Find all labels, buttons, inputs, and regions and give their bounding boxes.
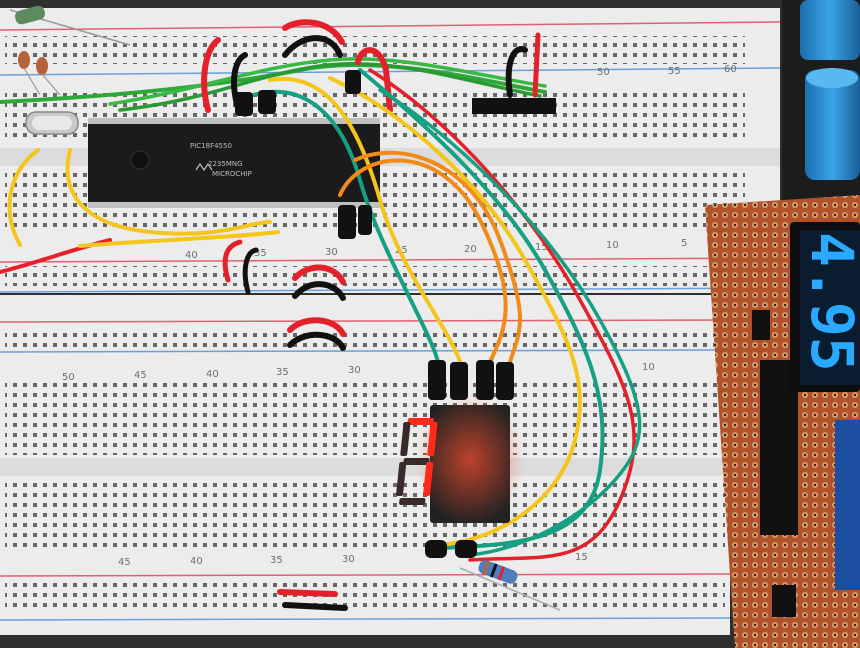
col-number: 40: [190, 556, 203, 567]
col-number: 15: [575, 552, 588, 563]
col-number: 30: [325, 247, 338, 258]
col-number: 5: [681, 238, 687, 249]
jumper-wires-middle: [0, 238, 348, 611]
voltmeter-reading: 4.95: [798, 232, 860, 372]
col-number: 50: [62, 372, 75, 383]
col-number: 30: [348, 365, 361, 376]
col-number: 35: [254, 248, 267, 259]
segment-b: [427, 422, 438, 456]
segment-g: [403, 458, 430, 465]
chip-label-line3: MICROCHIP: [212, 170, 252, 178]
microchip-logo-icon: [195, 162, 213, 172]
col-number: 60: [724, 64, 737, 75]
ceramic-capacitors: [9, 5, 131, 96]
col-number: 35: [276, 367, 289, 378]
col-number: 50: [597, 67, 610, 78]
col-number: 20: [464, 244, 477, 255]
segment-f: [400, 422, 411, 456]
col-number: 45: [134, 370, 147, 381]
chip-label-line2: 2235MNG: [208, 160, 243, 168]
crystal-oscillator: [25, 111, 79, 135]
col-number: 30: [342, 554, 355, 565]
col-number: 40: [185, 250, 198, 261]
col-number: 55: [668, 66, 681, 77]
long-wire-bundle: [248, 68, 642, 562]
lower-breadboard: [0, 295, 731, 635]
resistor: [459, 560, 561, 611]
yellow-wires-left: [7, 148, 280, 248]
col-number: 40: [206, 369, 219, 380]
segment-c: [423, 462, 434, 496]
col-number: 45: [118, 557, 131, 568]
segment-dp: [490, 501, 498, 509]
segment-d: [399, 498, 426, 505]
segment-a: [407, 418, 434, 425]
battery-holder: [782, 0, 860, 200]
col-number: 10: [642, 362, 655, 373]
wire-connectors: [235, 70, 514, 558]
segment-e: [396, 462, 407, 496]
voltmeter-pcb: 4.95: [705, 195, 860, 648]
col-number: 10: [606, 240, 619, 251]
seven-segment-display: 7: [396, 395, 525, 525]
microcontroller-chip: PIC18F4550 2235MNG MICROCHIP: [88, 118, 380, 208]
green-wires: [0, 57, 547, 112]
col-number: 15: [535, 242, 548, 253]
breadboard-numbers: 50 55 60 40 35 30 25 20 15 10 5 30 35 40…: [62, 64, 737, 568]
col-number: 35: [270, 555, 283, 566]
chip-label-line1: PIC18F4550: [190, 142, 232, 150]
header-pins: [472, 98, 556, 114]
